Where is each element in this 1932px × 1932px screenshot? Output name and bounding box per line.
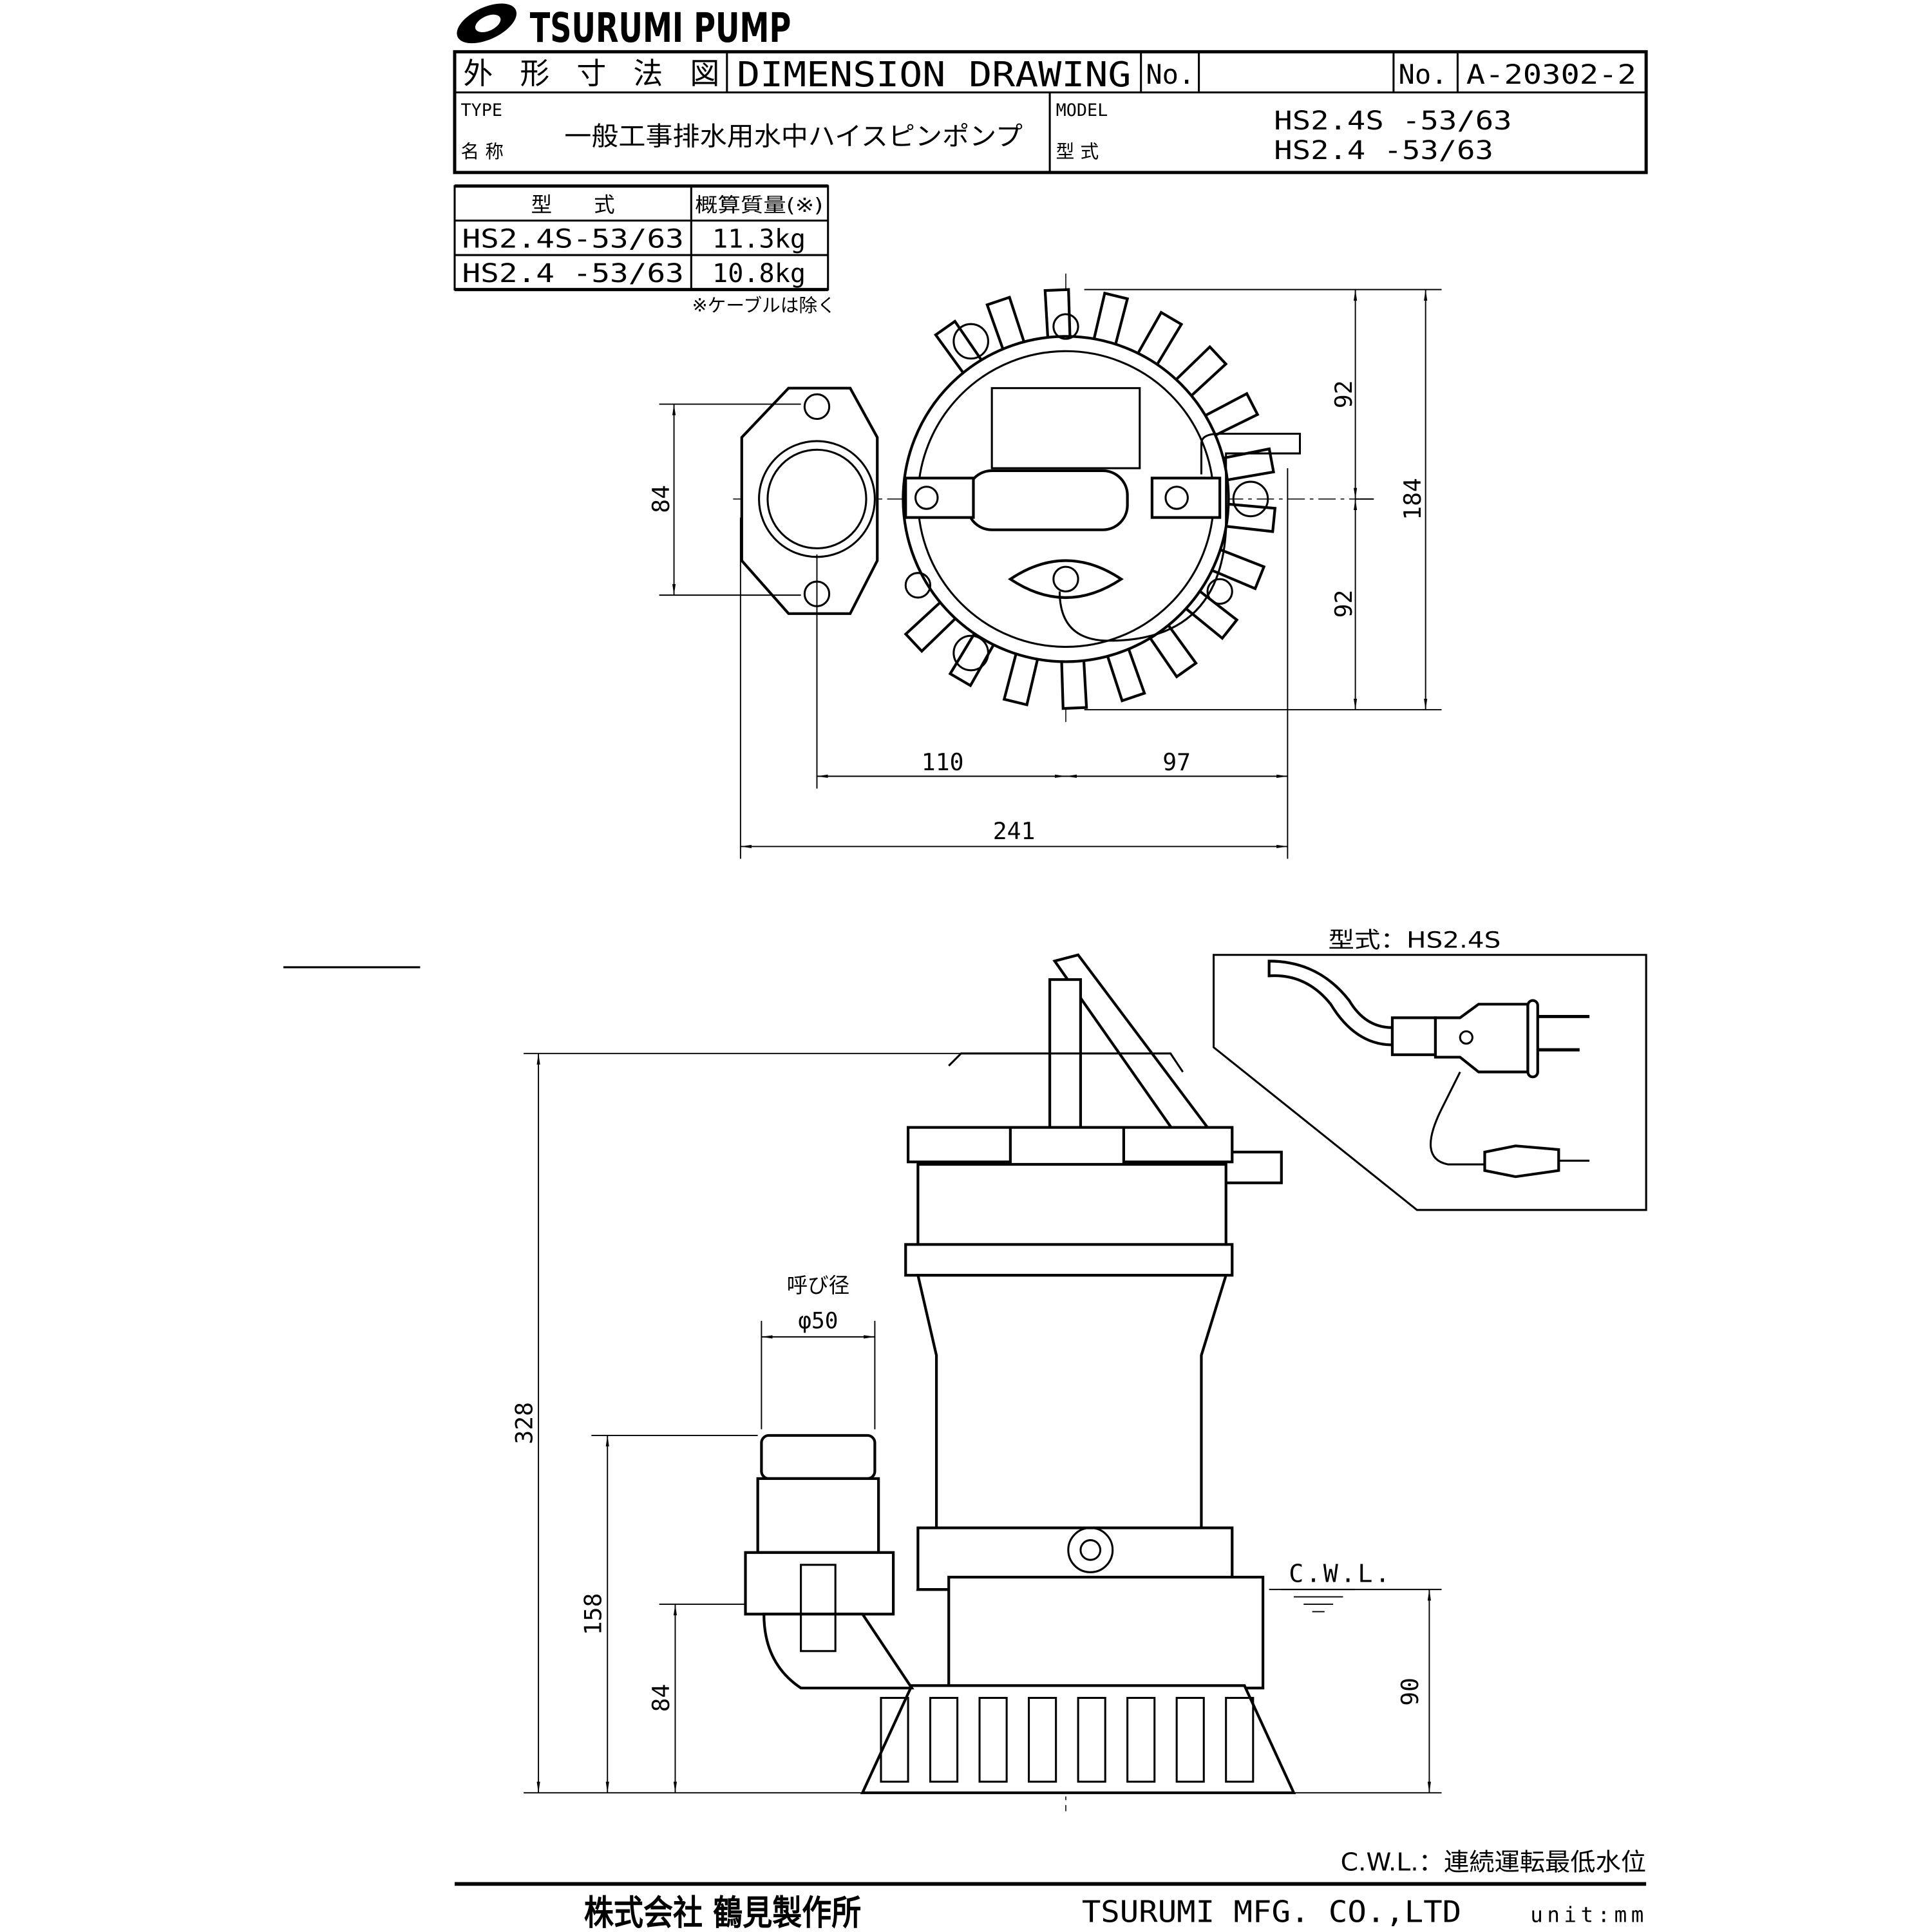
header-weight: 概算質量(※) xyxy=(695,194,823,217)
dim-cwl: 90 xyxy=(1396,1678,1424,1706)
weight-note: ※ケーブルは除く xyxy=(692,294,836,316)
dim-flange: 84 xyxy=(647,485,675,513)
type-label-jp: 名 称 xyxy=(461,140,504,162)
table-row: HS2.4 -53/63 10.8kg xyxy=(462,259,806,289)
side-dimension-lines xyxy=(524,1052,1442,1794)
dim-lower: 92 xyxy=(1330,590,1358,618)
model-label-en: MODEL xyxy=(1056,100,1108,120)
no-label-1: No. xyxy=(1146,59,1195,90)
cwl-note: C.W.L.：連続運転最低水位 xyxy=(1341,1848,1646,1877)
dim-outlet-height: 84 xyxy=(647,1684,675,1712)
base-strainer-slot xyxy=(1225,1696,1255,1783)
pump-top-view: 92 92 184 84 110 97 241 xyxy=(647,273,1442,859)
dim-discharge-height: 158 xyxy=(580,1593,607,1636)
base-strainer-slot xyxy=(929,1696,959,1783)
pump-side-view: 328 158 84 90 呼び径 φ50 C.W.L. xyxy=(511,953,1442,1812)
dim-total-height: 184 xyxy=(1399,478,1426,520)
title-jp: 外 形 寸 法 図 xyxy=(463,56,719,91)
drawing-number: A-20302-2 xyxy=(1466,59,1636,90)
cable-plug-inset: 型式：HS2.4S xyxy=(1213,927,1647,1211)
title-en: DIMENSION DRAWING xyxy=(737,54,1131,95)
plug-icon xyxy=(1267,960,1590,1179)
title-block: 外 形 寸 法 図 DIMENSION DRAWING No. No. A-20… xyxy=(453,50,1648,175)
model-label-jp: 型 式 xyxy=(1056,140,1099,162)
cwl-label: C.W.L. xyxy=(1289,1560,1390,1589)
table-row: HS2.4S-53/63 11.3kg xyxy=(462,225,806,254)
base-strainer-slot xyxy=(1175,1696,1205,1783)
inset-label: 型式：HS2.4S xyxy=(1328,927,1501,953)
cooling-fin xyxy=(1060,654,1088,710)
row-model: HS2.4S-53/63 xyxy=(462,225,683,254)
dim-left: 110 xyxy=(922,748,964,776)
dim-height: 328 xyxy=(511,1402,538,1444)
footer: C.W.L.：連続運転最低水位 株式会社 鶴見製作所 TSURUMI MFG. … xyxy=(454,1848,1646,1932)
type-value: 一般工事排水用水中ハイスピンポンプ xyxy=(564,122,1023,152)
company-en: TSURUMI MFG. CO.,LTD xyxy=(1082,1895,1461,1929)
discharge-flange xyxy=(740,386,879,615)
weight-table: 型 式 概算質量(※) HS2.4S-53/63 11.3kg HS2.4 -5… xyxy=(453,184,836,316)
model-2: HS2.4 -53/63 xyxy=(1274,136,1493,166)
water-level-icon xyxy=(1281,1589,1356,1613)
base-strainer-slot xyxy=(1028,1696,1057,1783)
base-strainer-slot xyxy=(1126,1696,1156,1783)
no-label-2: No. xyxy=(1399,59,1448,90)
side-discharge xyxy=(744,1434,914,1690)
row-weight: 10.8kg xyxy=(712,259,806,289)
logo-text: TSURUMI PUMP xyxy=(530,4,791,52)
row-weight: 11.3kg xyxy=(712,225,806,254)
type-label-en: TYPE xyxy=(461,100,502,120)
row-model: HS2.4 -53/63 xyxy=(462,259,683,289)
header-model: 型 式 xyxy=(531,193,615,217)
dim-right: 97 xyxy=(1162,748,1191,776)
tsurumi-logo: TSURUMI PUMP xyxy=(457,3,791,52)
dimension-lines xyxy=(659,289,1442,859)
dim-upper: 92 xyxy=(1330,380,1358,408)
bore-label: 呼び径 xyxy=(787,1273,850,1298)
dim-total-width: 241 xyxy=(993,817,1036,845)
base-strainer-slot xyxy=(978,1696,1008,1783)
bore-value: φ50 xyxy=(798,1308,838,1334)
base-strainer-slot xyxy=(880,1696,909,1783)
unit-label: unit:mm xyxy=(1530,1903,1643,1927)
company-jp: 株式会社 鶴見製作所 xyxy=(584,1893,861,1932)
base-strainer-slot xyxy=(1077,1696,1106,1783)
model-1: HS2.4S -53/63 xyxy=(1274,106,1511,136)
